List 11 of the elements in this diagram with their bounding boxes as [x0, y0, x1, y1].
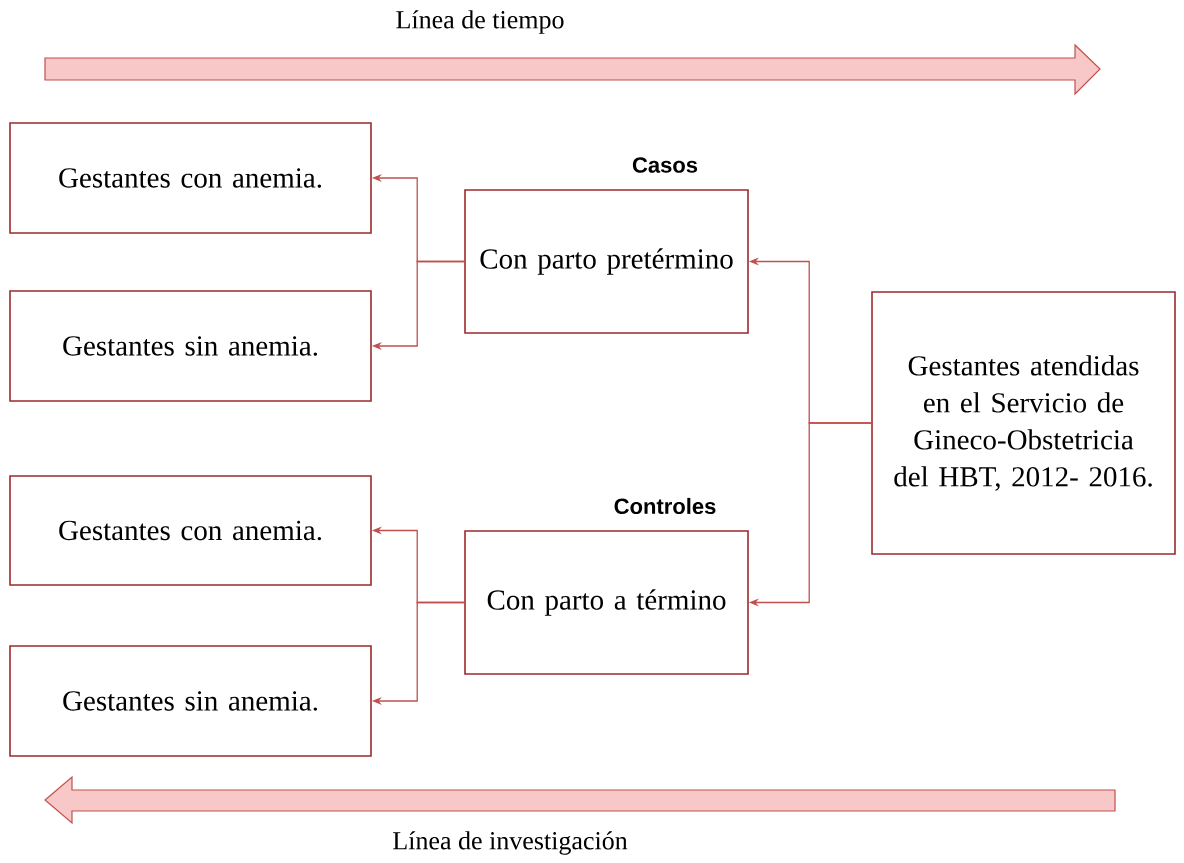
group-heading: Controles [614, 497, 716, 515]
text-box: Gestantes con anemia. [9, 475, 372, 586]
text-box: Gestantes sin anemia. [9, 290, 372, 402]
text-box: Gestantes atendidas en el Servicio de Gineco-Obstetricia del HBT, 2012- 2016. [871, 291, 1176, 555]
text-box: Con parto pretérmino [464, 189, 749, 334]
axis-label: Línea de tiempo [396, 10, 564, 34]
text-box: Con parto a término [464, 530, 749, 675]
group-heading: Casos [632, 157, 698, 173]
text-box: Gestantes con anemia. [9, 122, 372, 234]
axis-label: Línea de investigación [393, 831, 628, 855]
text-box: Gestantes sin anemia. [9, 645, 372, 757]
